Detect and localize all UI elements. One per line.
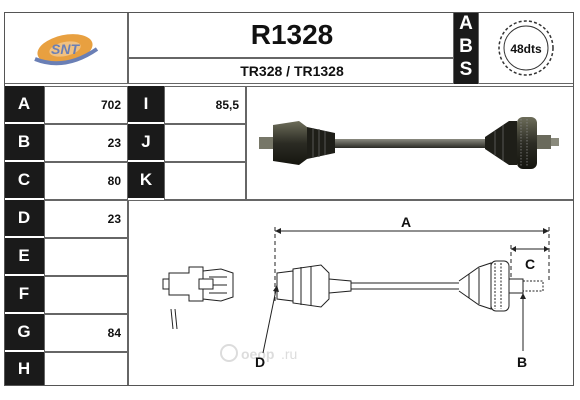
spec-value-cell-d: 23 (44, 200, 128, 238)
technical-drawing: oeop .ru (162, 214, 550, 370)
dim-label-c: C (525, 256, 535, 272)
abs-letter-b: B (459, 36, 473, 57)
spec-label-b: B (4, 124, 44, 160)
spec-label-k: K (128, 162, 164, 198)
watermark: oeop .ru (220, 344, 297, 362)
spec-value-a: 702 (100, 98, 121, 112)
watermark-brand: oeop (241, 346, 274, 362)
spec-label-d: D (4, 200, 44, 236)
part-number: R1328 (250, 19, 334, 50)
spec-value-d: 23 (107, 212, 121, 226)
spec-label-e: E (4, 238, 44, 274)
spec-value-cell-g: 84 (44, 314, 128, 352)
spec-label-c: C (4, 162, 44, 198)
crossref-cell: TR328 / TR1328 (128, 58, 454, 84)
spec-value-cell-b: 23 (44, 124, 128, 162)
product-photo-cell (246, 86, 574, 200)
tripod-joint-drawing (162, 266, 234, 330)
logo-text: SNT (51, 41, 80, 57)
spec-value-b: 23 (107, 136, 121, 150)
spec-label-h: H (4, 352, 44, 386)
spec-label-a: A (4, 86, 44, 122)
sheet-border (4, 12, 574, 386)
spec-label-g: G (4, 314, 44, 350)
spec-value-g: 84 (107, 326, 121, 340)
technical-drawing-cell: oeop .ru (128, 200, 574, 386)
abs-letter-s: S (459, 59, 473, 80)
dim-label-b: B (517, 354, 527, 370)
title-cell: R1328 (128, 12, 454, 58)
spec-value-cell-e (44, 238, 128, 276)
cross-references: TR328 / TR1328 (240, 63, 344, 79)
spec-label-f: F (4, 276, 44, 312)
spec-value-c: 80 (107, 174, 121, 188)
drive-shaft-photo (259, 117, 559, 169)
dim-label-a: A (401, 214, 411, 230)
watermark-suffix: .ru (281, 346, 297, 362)
spec-value-cell-c: 80 (44, 162, 128, 200)
spec-value-cell-a: 702 (44, 86, 128, 124)
abs-block: A B S (454, 12, 478, 84)
spec-label-j: J (128, 124, 164, 160)
abs-letter-a: A (459, 13, 473, 34)
spec-label-i: I (128, 86, 164, 122)
abs-gear-icon: 48dts (498, 20, 554, 76)
spec-value-cell-f (44, 276, 128, 314)
spec-value-i: 85,5 (215, 98, 239, 112)
dim-label-d: D (255, 354, 265, 370)
spec-value-cell-k (164, 162, 246, 200)
spec-value-cell-j (164, 124, 246, 162)
abs-teeth-count: 48dts (510, 42, 542, 56)
brand-logo: SNT (34, 34, 99, 66)
spec-value-cell-i: 85,5 (164, 86, 246, 124)
